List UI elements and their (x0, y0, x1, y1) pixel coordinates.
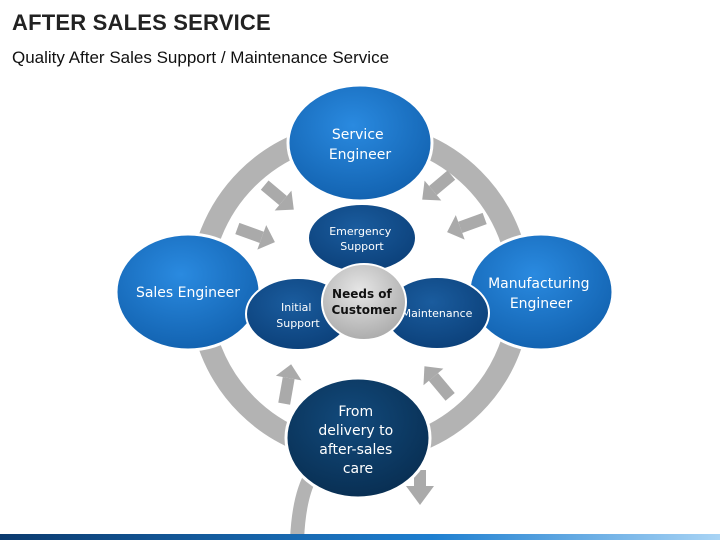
node-label: Manufacturing (488, 276, 589, 292)
svg-text:Needs of Customer: Needs of Customer (331, 287, 396, 317)
arrow-icon (235, 222, 275, 250)
node-label: Sales Engineer (136, 285, 240, 301)
svg-text:Maintenance: Maintenance (402, 307, 473, 320)
node-label: Engineer (510, 296, 573, 312)
node-manufacturing-engineer: Manufacturing Engineer (467, 232, 615, 352)
node-delivery-to-care: From delivery to after-sales care (284, 376, 432, 500)
node-label: Support (276, 317, 320, 330)
node-label: Emergency (329, 225, 392, 238)
node-label: Service (332, 127, 384, 143)
node-label: Initial (281, 301, 311, 314)
arrow-icon (447, 212, 487, 240)
node-sales-engineer: Sales Engineer (114, 232, 262, 352)
node-label: Maintenance (402, 307, 473, 320)
svg-text:Initial Support: Initial Support (276, 301, 320, 330)
arrow-icon (260, 180, 294, 211)
node-label: Customer (331, 303, 396, 317)
arrow-icon (275, 364, 302, 405)
node-label: From (338, 404, 373, 420)
node-label: Engineer (329, 147, 392, 163)
page-title: AFTER SALES SERVICE (12, 10, 271, 35)
node-label: delivery to (318, 423, 393, 439)
node-label: Support (340, 240, 384, 253)
arrow-icon (422, 170, 456, 201)
svg-text:From delivery to a: From delivery to after-sales care (318, 404, 397, 477)
svg-text:Manufacturing Engineer: Manufacturing Engineer (488, 276, 594, 312)
svg-text:Emergency Support: Emergency Support (329, 225, 395, 253)
node-needs-of-customer: Needs of Customer (321, 263, 407, 341)
svg-text:Service Engineer: Service Engineer (329, 127, 392, 163)
svg-text:Sales Engineer: Sales Engineer (136, 285, 240, 301)
inward-arrows (235, 170, 487, 405)
footer-accent-bar (0, 534, 720, 540)
arrow-icon (423, 366, 455, 401)
page-subtitle: Quality After Sales Support / Maintenanc… (12, 48, 390, 67)
node-label: care (343, 461, 373, 477)
node-service-engineer: Service Engineer (286, 83, 434, 203)
node-emergency-support: Emergency Support (307, 203, 417, 273)
node-label: Needs of (332, 287, 392, 301)
node-label: after-sales (319, 442, 392, 458)
